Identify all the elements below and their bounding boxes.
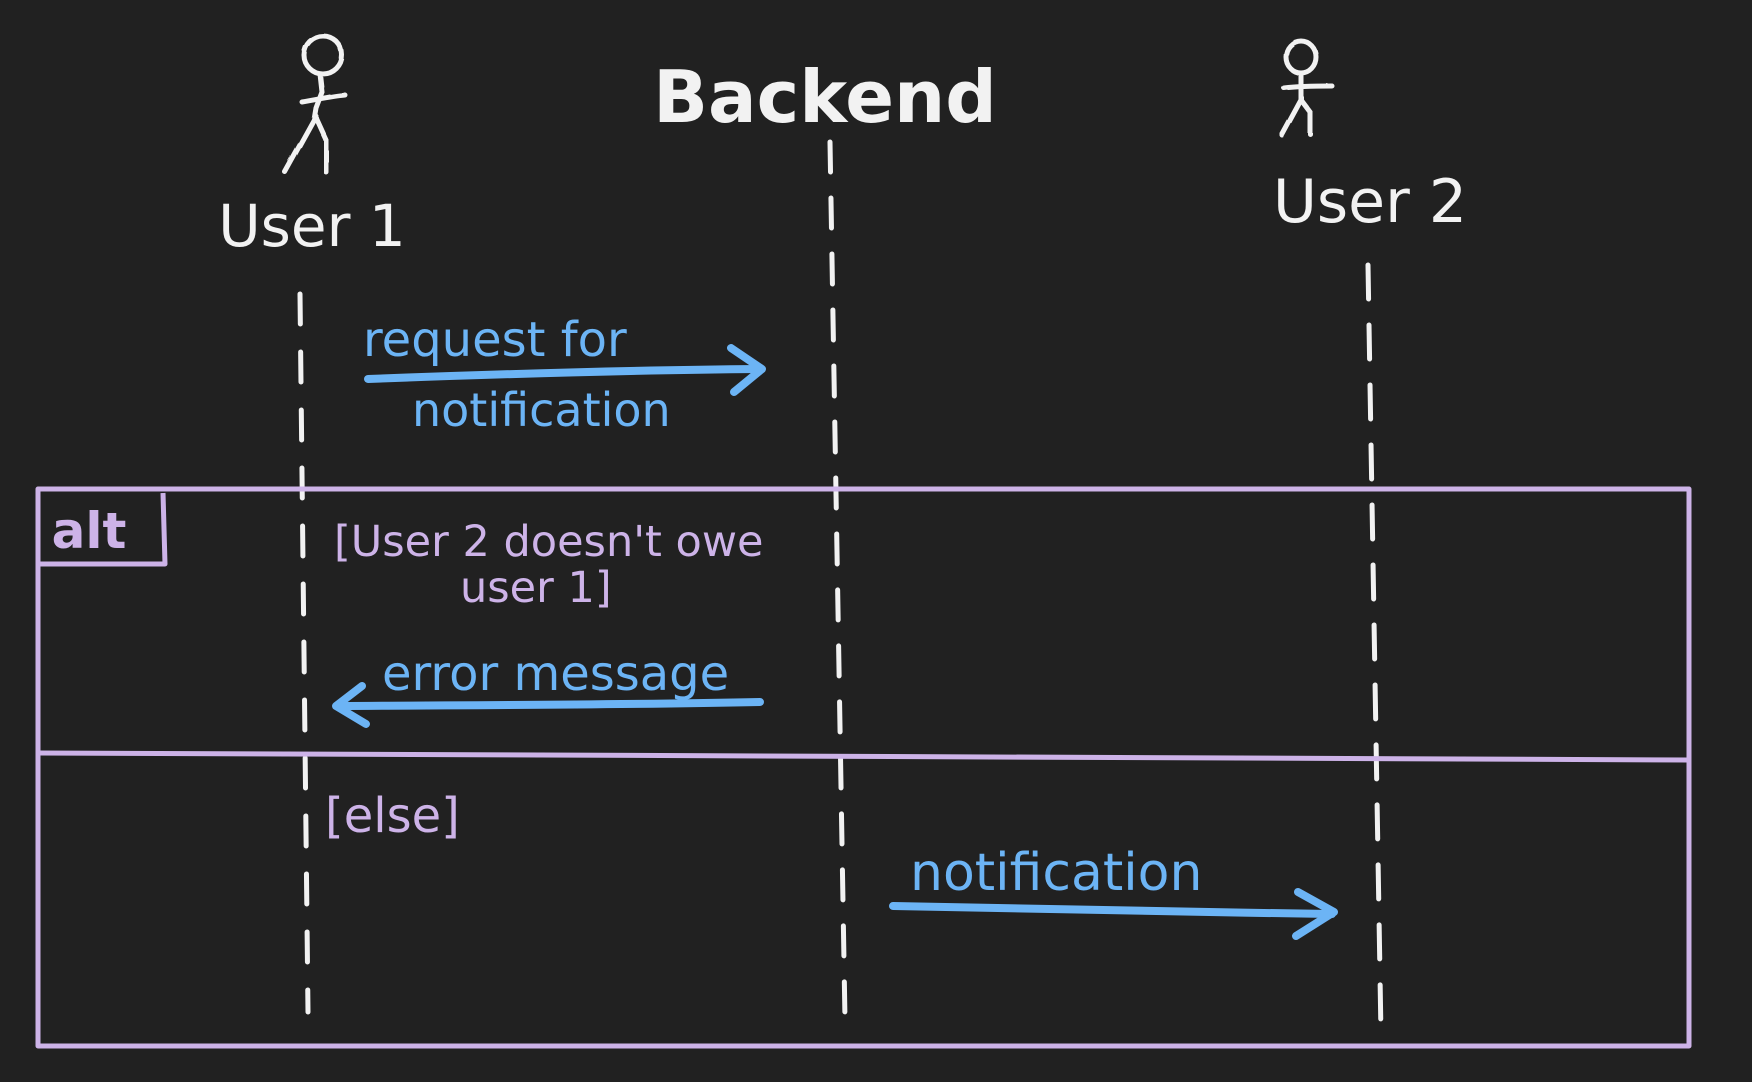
- user-2-actor-icon: [1279, 38, 1335, 138]
- backend-lifeline: [827, 139, 848, 1023]
- user-2-lifeline: [1365, 262, 1384, 1038]
- user-1-lifeline: [297, 291, 311, 1015]
- message-error-arrow: [332, 682, 764, 728]
- message-request-arrow: [364, 344, 766, 396]
- message-error-label: error message: [382, 646, 729, 702]
- alt-guard-1-label: [User 2 doesn't owe: [334, 517, 763, 567]
- alt-fragment-frame: [35, 486, 1692, 1049]
- alt-operator-label: alt: [52, 502, 127, 560]
- user-1-actor-icon: [282, 33, 348, 175]
- message-request-label-line2: notification: [412, 383, 671, 437]
- user-2-label: User 2: [1273, 167, 1467, 237]
- alt-guard-1-label-line2: user 1]: [460, 563, 612, 613]
- message-request-label: request for: [363, 312, 627, 368]
- alt-operator-box: [38, 492, 168, 567]
- backend-label: Backend: [653, 55, 997, 139]
- alt-guard-2-label: [else]: [325, 788, 460, 844]
- message-notification-arrow: [889, 888, 1338, 940]
- user-1-label: User 1: [218, 192, 406, 260]
- alt-fragment-divider: [37, 750, 1690, 763]
- message-notification-label: notification: [910, 843, 1202, 903]
